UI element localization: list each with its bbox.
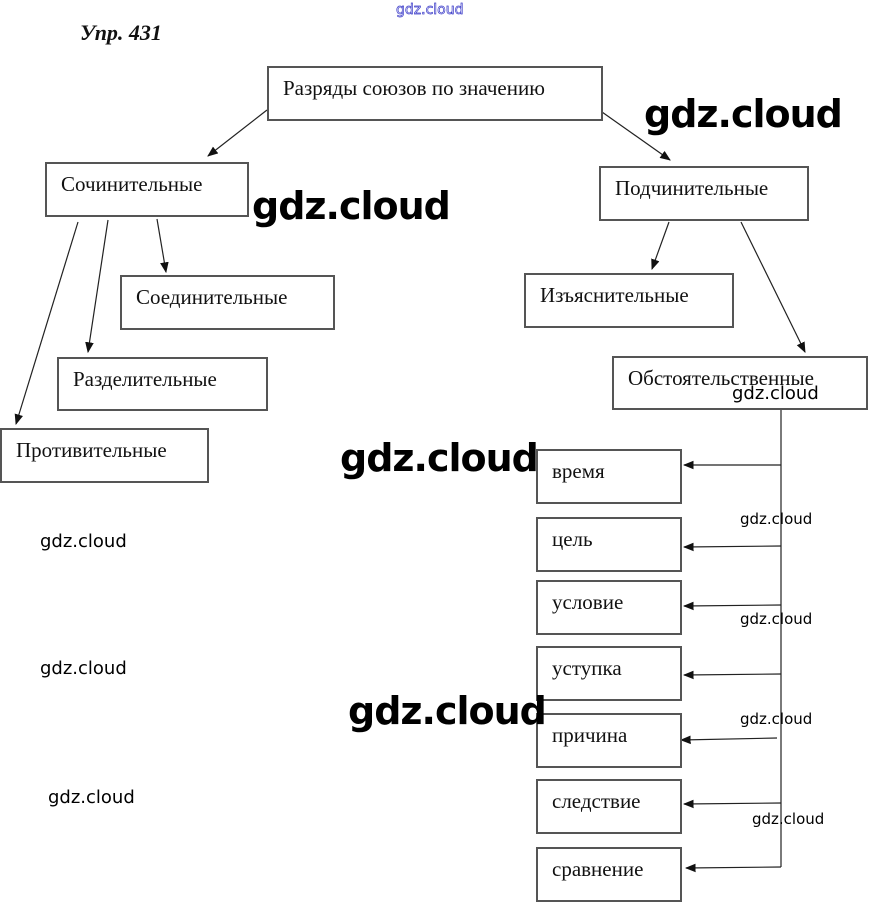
arrow-sub-to-adverbial (740, 221, 806, 353)
watermark: gdz.cloud (252, 184, 451, 228)
watermark: gdz.cloud (732, 383, 819, 404)
arrow-coord-to-disjunctive (85, 219, 109, 354)
arrow-root-to-coordinating (207, 109, 268, 157)
watermark: gdz.cloud (348, 689, 547, 733)
watermark: gdz.cloud (644, 92, 843, 136)
watermark: gdz.cloud (40, 531, 127, 552)
node-coordinating: Сочинительные (45, 162, 249, 217)
node-uslovie: условие (536, 580, 682, 635)
arrow-to-ustupka (682, 670, 782, 680)
watermark: gdz.cloud (740, 510, 813, 528)
root-node: Разряды союзов по значению (267, 66, 603, 121)
node-adverbial: Обстоятельственные (612, 356, 868, 410)
node-tsel: цель (536, 517, 682, 572)
watermark: gdz.cloud (740, 710, 813, 728)
node-adversative: Противительные (0, 428, 209, 483)
node-connective: Соединительные (120, 275, 335, 330)
node-ustupka: уступка (536, 646, 682, 701)
node-subordinating: Подчинительные (599, 166, 809, 221)
node-disjunctive: Разделительные (57, 357, 268, 411)
watermark: gdz.cloud (740, 610, 813, 628)
arrow-sub-to-explanatory (651, 221, 670, 271)
node-explanatory: Изъяснительные (524, 273, 734, 328)
exercise-title: Упр. 431 (80, 20, 162, 45)
watermark: gdz.cloud (48, 787, 135, 808)
arrow-to-sledstvie (682, 799, 782, 809)
watermark: gdz.cloud (396, 2, 464, 19)
node-sledstvie: следствие (536, 779, 682, 834)
arrow-coord-to-adversative (14, 221, 79, 426)
arrow-to-prichina (679, 735, 778, 745)
node-sravnenie: сравнение (536, 847, 682, 902)
arrow-coord-to-connective (156, 218, 169, 274)
watermark: gdz.cloud (340, 436, 539, 480)
arrow-to-tsel (682, 542, 782, 552)
arrow-to-sravnenie (684, 863, 782, 873)
node-prichina: причина (536, 713, 682, 768)
watermark: gdz.cloud (752, 810, 825, 828)
arrow-root-to-subordinating (601, 111, 671, 161)
arrow-to-uslovie (682, 601, 782, 611)
node-vremya: время (536, 449, 682, 504)
watermark: gdz.cloud (40, 658, 127, 679)
